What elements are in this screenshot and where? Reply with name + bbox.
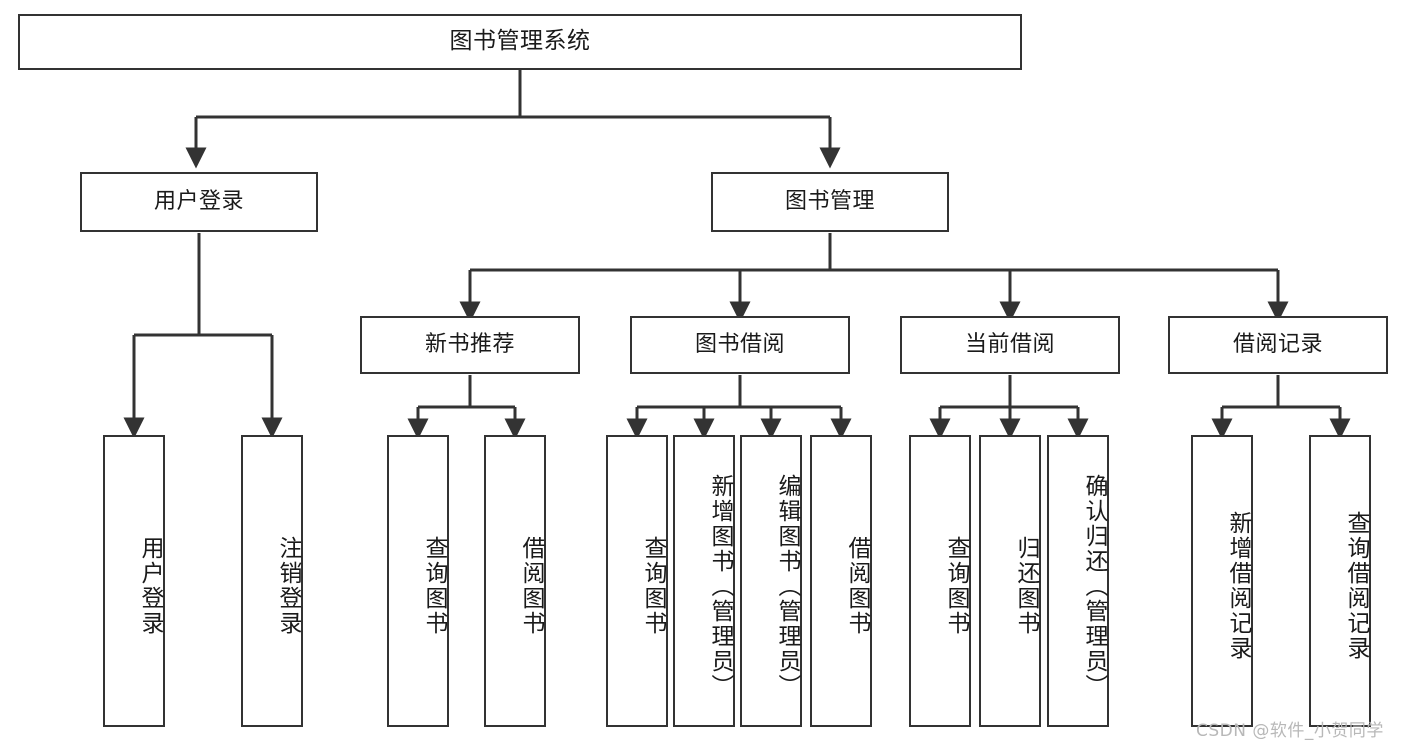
leaf-borrow-book-recommend[interactable]: 借阅图书: [484, 435, 546, 727]
node-label: 借阅图书: [518, 536, 544, 636]
leaf-borrow-book[interactable]: 借阅图书: [810, 435, 872, 727]
leaf-query-book-recommend[interactable]: 查询图书: [387, 435, 449, 727]
leaf-query-borrow-record[interactable]: 查询借阅记录: [1309, 435, 1371, 727]
node-label: 新增借阅记录: [1225, 511, 1251, 661]
node-label: 图书管理系统: [449, 28, 591, 55]
node-label: 当前借阅: [964, 331, 1055, 357]
leaf-query-book-borrow[interactable]: 查询图书: [606, 435, 668, 727]
node-label: 编辑图书（管理员）: [774, 473, 800, 699]
node-label: 图书借阅: [694, 331, 785, 357]
node-label: 查询借阅记录: [1343, 511, 1369, 661]
leaf-add-borrow-record[interactable]: 新增借阅记录: [1191, 435, 1253, 727]
node-current-borrow[interactable]: 当前借阅: [900, 316, 1120, 374]
node-label: 查询图书: [421, 536, 447, 636]
leaf-confirm-return-admin[interactable]: 确认归还（管理员）: [1047, 435, 1109, 727]
node-new-book-recommend[interactable]: 新书推荐: [360, 316, 580, 374]
node-label: 新书推荐: [424, 331, 515, 357]
node-label: 图书管理: [784, 188, 875, 214]
node-label: 借阅记录: [1232, 331, 1323, 357]
node-user-login[interactable]: 用户登录: [80, 172, 318, 232]
node-label: 确认归还（管理员）: [1081, 473, 1107, 699]
node-label: 查询图书: [943, 536, 969, 636]
node-label: 归还图书: [1013, 536, 1039, 636]
leaf-return-book[interactable]: 归还图书: [979, 435, 1041, 727]
leaf-add-book-admin[interactable]: 新增图书（管理员）: [673, 435, 735, 727]
node-label: 注销登录: [275, 536, 301, 636]
node-book-management[interactable]: 图书管理: [711, 172, 949, 232]
node-label: 用户登录: [153, 188, 244, 214]
leaf-query-book-current[interactable]: 查询图书: [909, 435, 971, 727]
node-label: 用户登录: [137, 536, 163, 636]
leaf-edit-book-admin[interactable]: 编辑图书（管理员）: [740, 435, 802, 727]
node-borrow-record[interactable]: 借阅记录: [1168, 316, 1388, 374]
node-root-book-management-system[interactable]: 图书管理系统: [18, 14, 1022, 70]
node-label: 查询图书: [640, 536, 666, 636]
node-book-borrow[interactable]: 图书借阅: [630, 316, 850, 374]
leaf-user-login[interactable]: 用户登录: [103, 435, 165, 727]
node-label: 新增图书（管理员）: [707, 473, 733, 699]
leaf-logout[interactable]: 注销登录: [241, 435, 303, 727]
node-label: 借阅图书: [844, 536, 870, 636]
